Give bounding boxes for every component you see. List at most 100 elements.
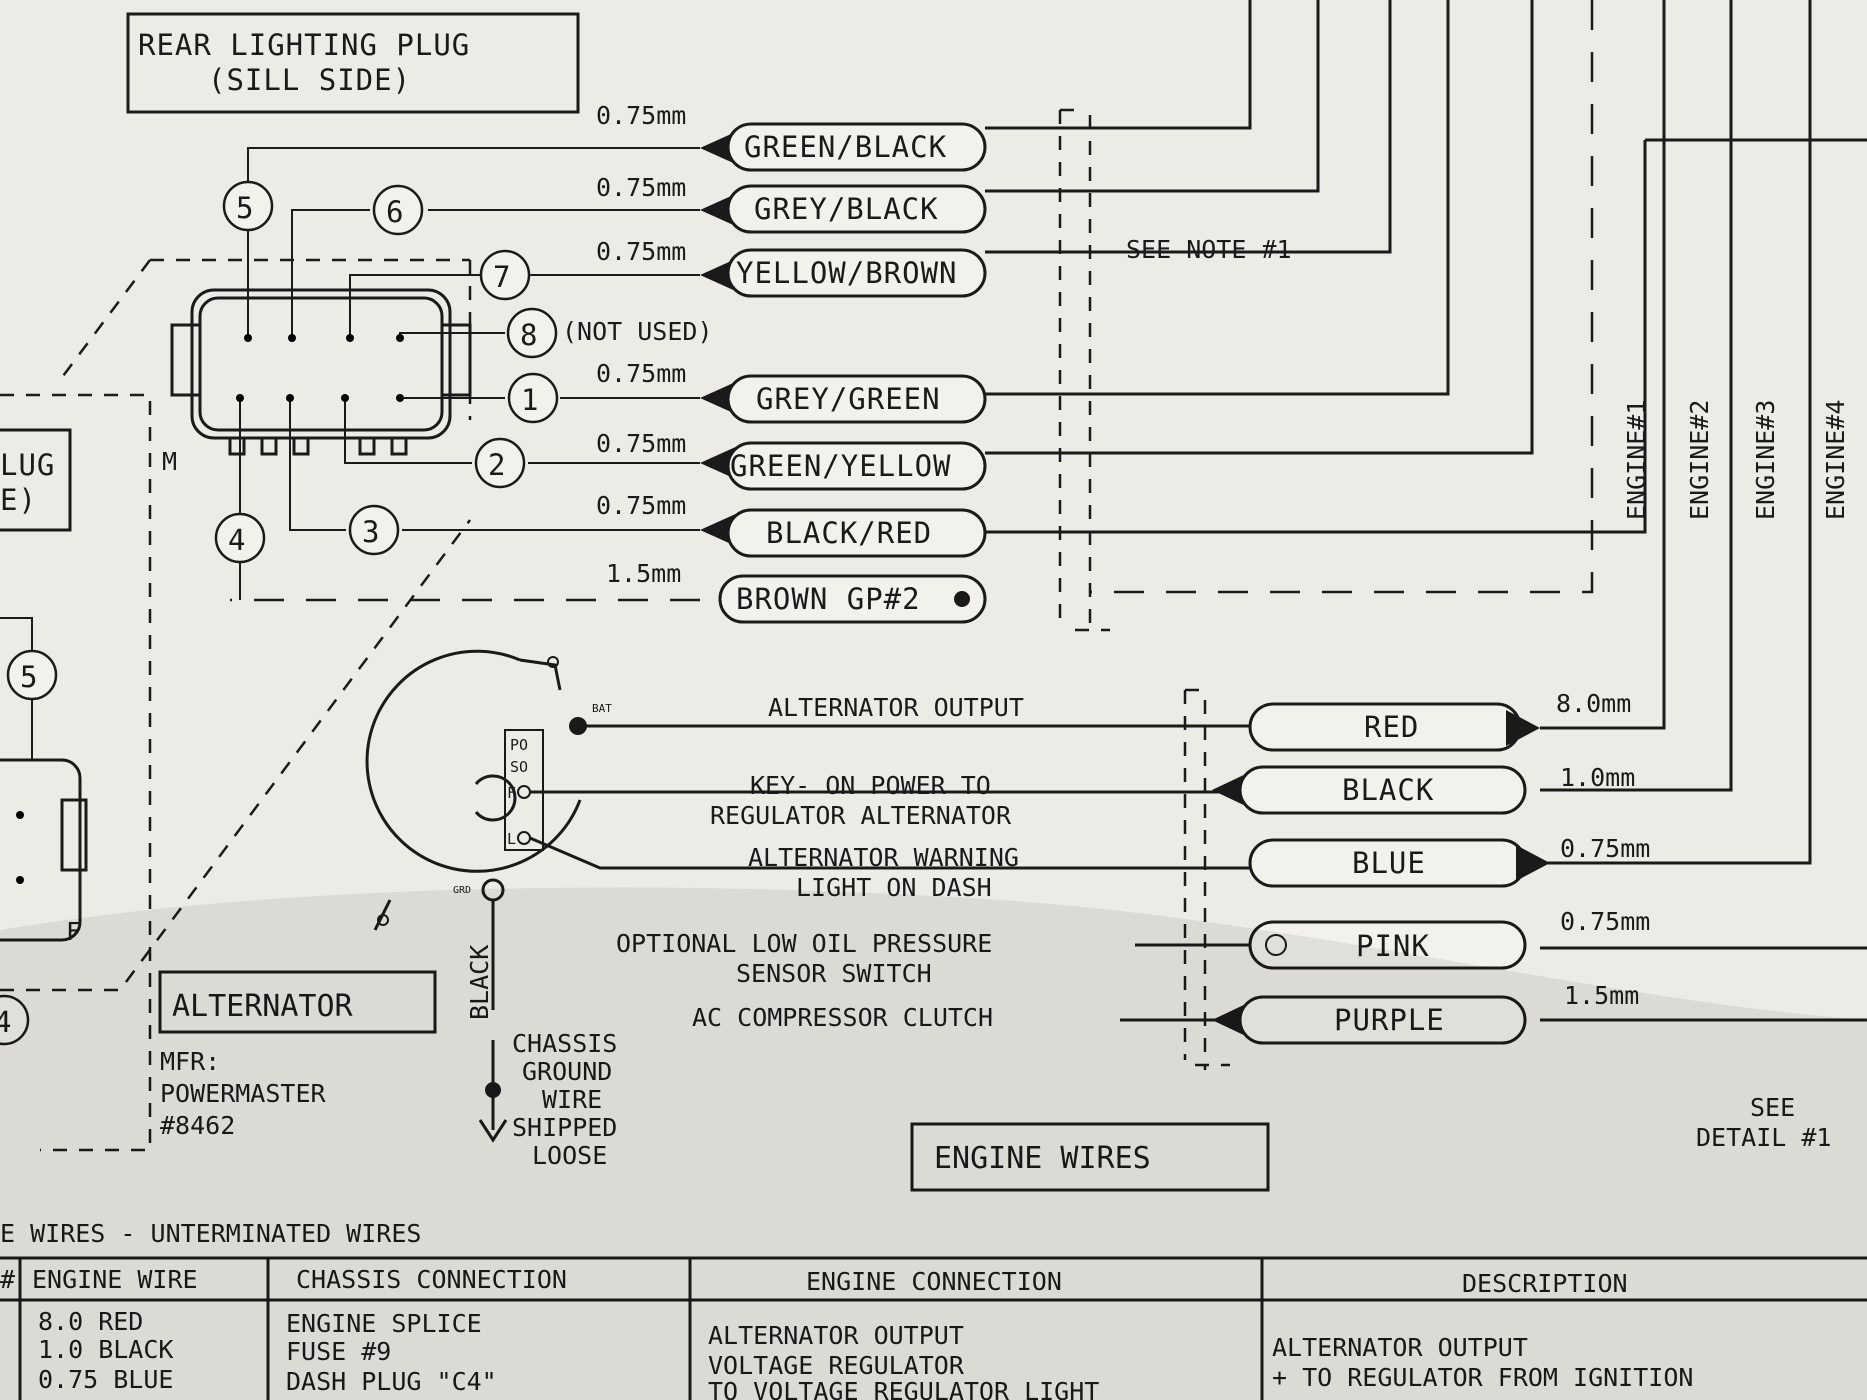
engine-label: ENGINE#3 (1751, 400, 1780, 520)
bus-line (985, 0, 1450, 396)
plug-wire-3: 0.75mm YELLOW/BROWN (596, 237, 987, 298)
left-pin-4-marker (0, 994, 30, 1046)
wire-size: 0.75mm (596, 429, 686, 458)
engine-wire-5: AC COMPRESSOR CLUTCH PURPLE 1.5mm (692, 981, 1639, 1045)
wire-pill (1238, 995, 1527, 1045)
wire-size: 0.75mm (596, 237, 686, 266)
wire-color: RED (1364, 710, 1419, 744)
wire-size: 0.75mm (596, 359, 686, 388)
alternator-mfr-3: #8462 (160, 1111, 235, 1140)
engine-bus (1540, 0, 1812, 865)
plug-title-line1: REAR LIGHTING PLUG (138, 28, 470, 62)
wire-pill (718, 574, 987, 624)
plug-wire-6: 0.75mm BLACK/RED (596, 491, 987, 558)
pin7-wire (349, 274, 700, 338)
splice-dot (954, 591, 970, 607)
wire-size: 0.75mm (1560, 834, 1650, 863)
wire-ring (1265, 934, 1287, 956)
chassis-ground-dot (485, 1082, 501, 1098)
wire-color: BLUE (1352, 846, 1426, 880)
plug-wire-1: 0.75mm GREEN/BLACK (596, 101, 987, 172)
table-header-num: # (0, 1265, 15, 1294)
pin-6-label: 6 (386, 195, 404, 229)
engine-wire-4: OPTIONAL LOW OIL PRESSURE SENSOR SWITCH … (616, 907, 1650, 988)
engine-break-bracket (1183, 688, 1230, 1070)
plug-wire-5: 0.75mm GREEN/YELLOW (596, 429, 987, 491)
left-plug-label-f: F (66, 917, 81, 946)
wire-desc: ALTERNATOR WARNING (748, 843, 1019, 872)
chassis-ground-5: LOOSE (532, 1141, 607, 1170)
pin-6-marker (372, 184, 424, 236)
wire-size: 1.5mm (1564, 981, 1639, 1010)
pin-5-label: 5 (236, 191, 254, 225)
table-header-engine: ENGINE CONNECTION (806, 1267, 1062, 1296)
plug-wire-2: 0.75mm GREY/BLACK (596, 173, 987, 234)
left-plug-wire (0, 617, 33, 760)
pin-5-marker (222, 180, 274, 232)
terminal-f: F (507, 784, 516, 802)
rear-plug-connector (170, 288, 472, 456)
pin-8-marker (506, 307, 558, 359)
pin-8-note: (NOT USED) (562, 317, 713, 346)
bus-line-dashed (1090, 0, 1594, 594)
wire-size: 0.75mm (1560, 907, 1650, 936)
terminal-po: PO (510, 736, 528, 754)
left-plug-outline (0, 393, 472, 1152)
chassis-ground-1: CHASSIS (512, 1029, 617, 1058)
left-plug-latch (60, 798, 88, 872)
wire-size: 0.75mm (596, 173, 686, 202)
engine-wires-title-box (910, 1122, 1270, 1192)
engine-wire-1: ALTERNATOR OUTPUT RED 8.0mm (768, 689, 1631, 752)
engine-bus (1540, 0, 1666, 730)
wire-pill (726, 374, 987, 424)
engine-label: ENGINE#1 (1622, 400, 1651, 520)
wire-arrow (1506, 710, 1540, 746)
pin-7-marker (479, 249, 531, 301)
engine-wires-title: ENGINE WIRES (934, 1141, 1151, 1176)
see-detail-1: SEE (1750, 1093, 1795, 1122)
table-cell: FUSE #9 (286, 1337, 391, 1366)
alternator-symbol (365, 649, 587, 931)
table-cell: + TO REGULATOR FROM IGNITION (1272, 1363, 1693, 1392)
engine-bus (1540, 0, 1733, 792)
wire-color: BLACK/RED (766, 516, 932, 550)
pin8-wire (399, 332, 505, 338)
left-plug-text2: E) (0, 483, 37, 517)
wire-size: 1.5mm (606, 559, 681, 588)
bus-line (985, 0, 1252, 130)
pin2-wire (344, 398, 700, 464)
engine-label: ENGINE#2 (1685, 400, 1714, 520)
pin-2-label: 2 (488, 448, 506, 482)
table-header-chassis: CHASSIS CONNECTION (296, 1265, 567, 1294)
plug-title-line2: (SILL SIDE) (208, 63, 411, 97)
left-pin-5-marker (6, 649, 58, 701)
table-caption: E WIRES - UNTERMINATED WIRES (0, 1219, 421, 1248)
wire-pill (726, 184, 987, 234)
pin5-wire (247, 147, 700, 338)
wire-desc: ALTERNATOR OUTPUT (768, 693, 1024, 722)
wire-table (0, 1256, 1867, 1400)
engine-wire-2: KEY- ON POWER TO REGULATOR ALTERNATOR BL… (710, 763, 1635, 830)
pin-4-marker (214, 512, 266, 564)
break-bracket (1058, 108, 1110, 632)
wire-size: 0.75mm (596, 491, 686, 520)
wire-color: PURPLE (1334, 1003, 1445, 1037)
wire-pill (726, 508, 987, 558)
wire-color: PINK (1356, 929, 1430, 963)
left-pin-5-label: 5 (20, 660, 38, 694)
bus-line (985, 0, 1320, 193)
plug-wire-7: 1.5mm BROWN GP#2 (606, 559, 987, 624)
bus-line (985, 0, 1534, 455)
table-cell: ALTERNATOR OUTPUT (1272, 1333, 1528, 1362)
table-cell: VOLTAGE REGULATOR (708, 1351, 965, 1380)
pin-3-label: 3 (362, 515, 380, 549)
alternator-mfr-2: POWERMASTER (160, 1079, 327, 1108)
alternator-title: ALTERNATOR (172, 989, 354, 1024)
alternator-mfr-1: MFR: (160, 1047, 220, 1076)
pin-4-label: 4 (228, 523, 246, 557)
wire-color: GREY/BLACK (754, 192, 939, 226)
engine-label: ENGINE#4 (1821, 400, 1850, 520)
table-cell: 1.0 BLACK (38, 1335, 173, 1364)
wire-arrow (1516, 845, 1550, 881)
